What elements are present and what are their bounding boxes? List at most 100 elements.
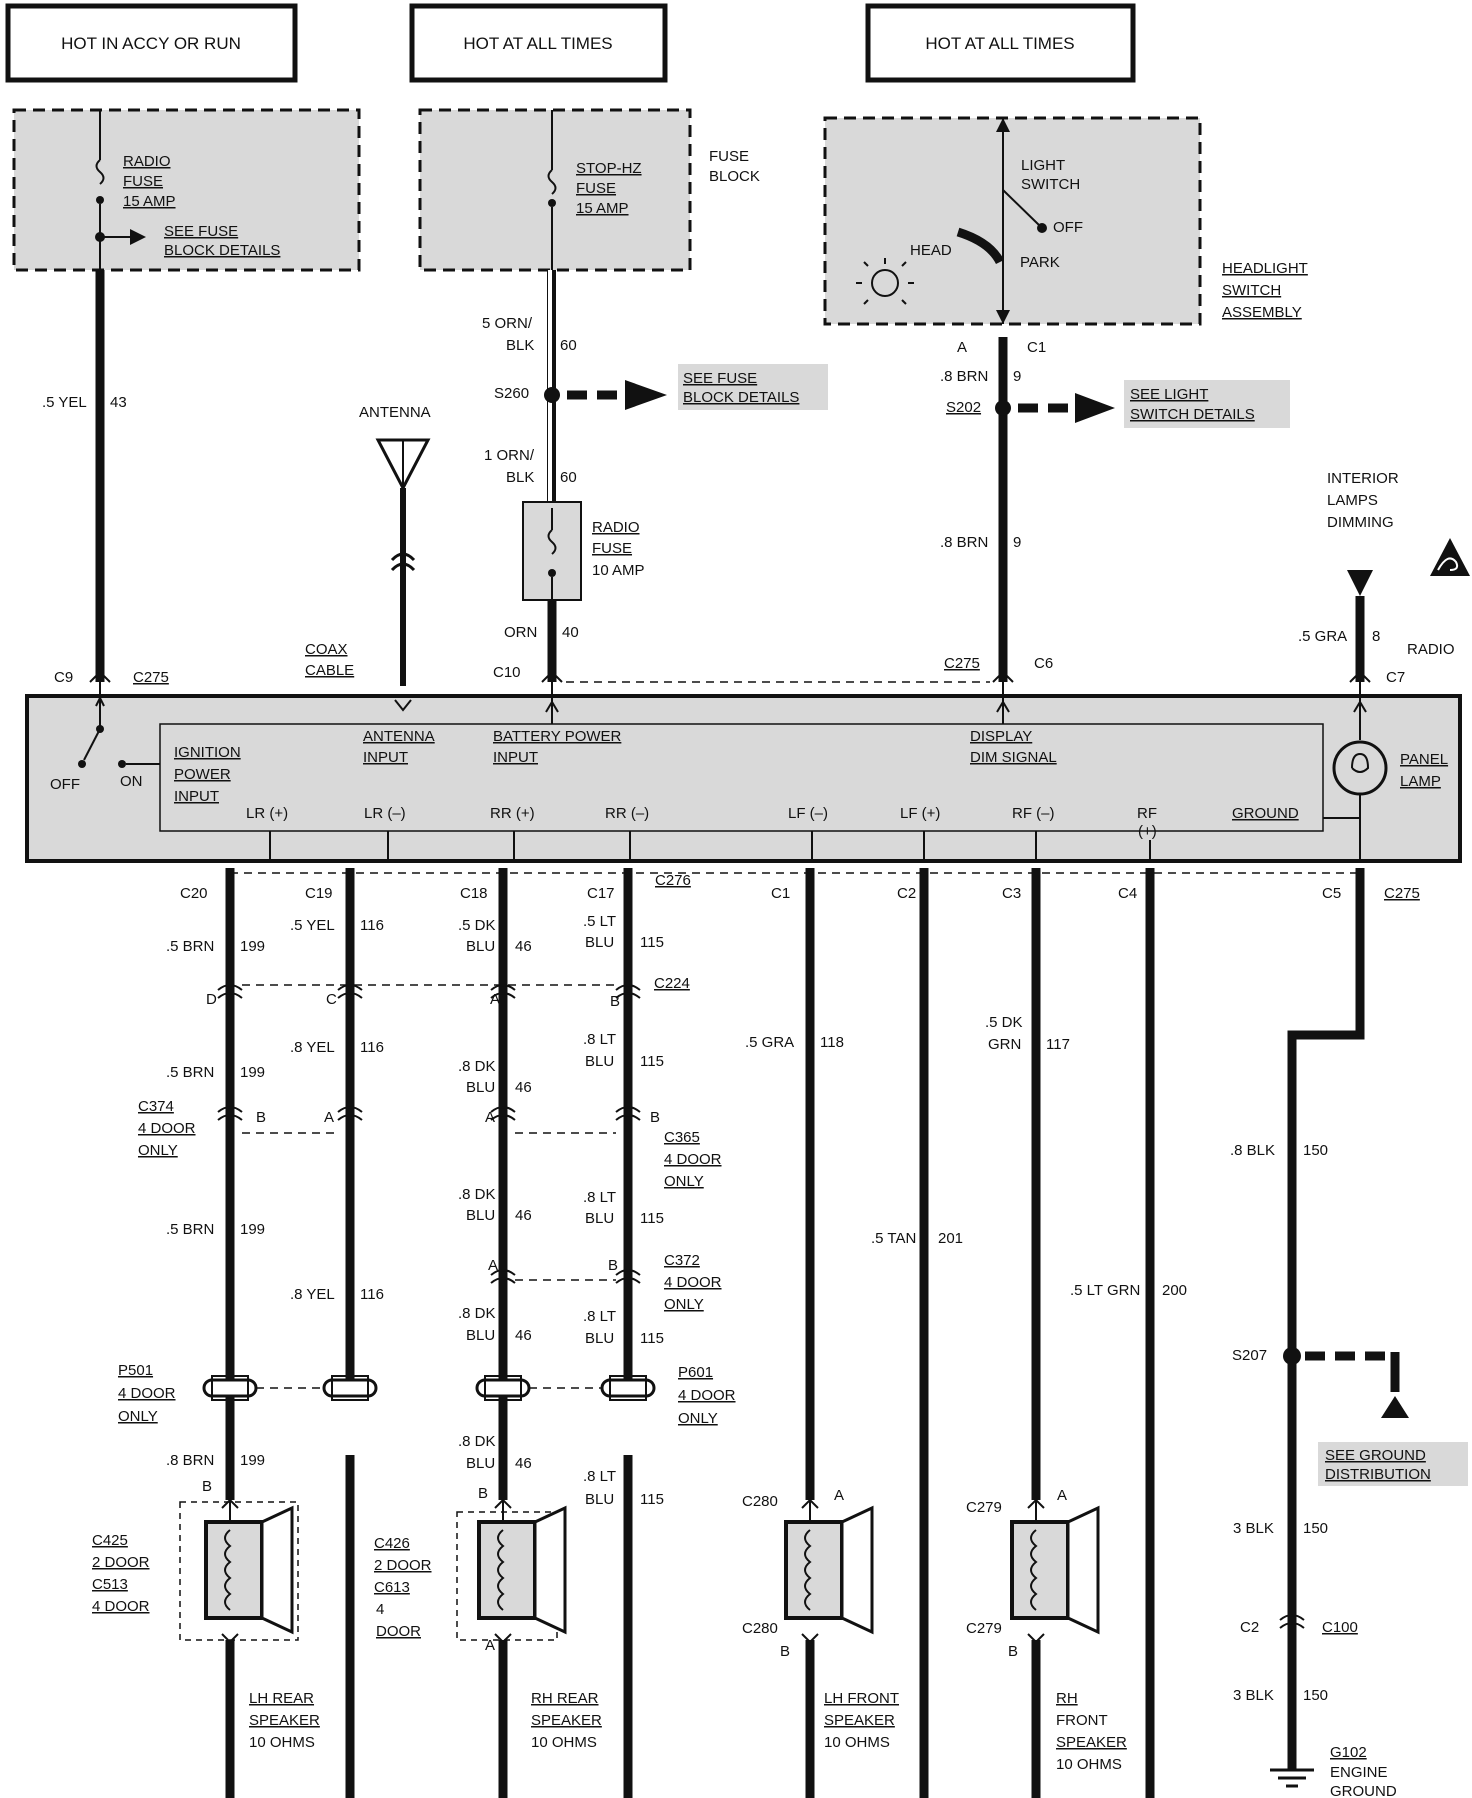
wire-label: BLU — [585, 1330, 614, 1347]
rh-rear-speaker-rating: 10 OHMS — [531, 1734, 597, 1751]
c425-c426-labels: C425 2 DOOR C513 4 DOOR C426 2 DOOR C613… — [92, 1532, 432, 1640]
connector-label: C5 — [1322, 885, 1341, 902]
headlight-switch-assembly: LIGHT SWITCH OFF HEAD PARK HEADLIGHT SWI… — [823, 116, 1308, 326]
wire-circuit-number: 116 — [360, 1286, 384, 1303]
connector-pin: A — [834, 1487, 844, 1504]
connector-label: C2 — [897, 885, 916, 902]
ground-label: G102 — [1330, 1744, 1367, 1761]
wire-circuit-number: 60 — [560, 337, 577, 354]
panel-lamp-label: PANEL — [1400, 751, 1448, 768]
connector-label: 4 DOOR — [138, 1120, 196, 1137]
wire-label: .8 BRN — [940, 534, 988, 551]
light-switch-label: LIGHT — [1021, 157, 1065, 174]
output-lf-minus: LF (–) — [788, 805, 828, 822]
connector-label: 4 DOOR — [664, 1151, 722, 1168]
lh-rear-speaker-rating: 10 OHMS — [249, 1734, 315, 1751]
see-light-switch-details: SEE LIGHT — [1130, 386, 1208, 403]
radio-bottom-connectors: C20 C19 C18 C17 C276 C1 C2 C3 C4 C5 C275 — [180, 872, 1420, 902]
connector-label: C20 — [180, 885, 208, 902]
panel-lamp-icon — [1332, 740, 1388, 796]
connector-label: C3 — [1002, 885, 1021, 902]
connector-pin: B — [478, 1485, 488, 1502]
connector-label: C425 — [92, 1532, 128, 1549]
rh-front-speaker-label: RH — [1056, 1690, 1078, 1707]
ignition-on-label: ON — [120, 773, 143, 790]
speaker-labels: LH REAR SPEAKER 10 OHMS RH REAR SPEAKER … — [249, 1690, 1127, 1773]
grommet-p601 — [475, 1375, 656, 1401]
wire-label: 3 BLK — [1233, 1687, 1274, 1704]
wire-circuit-number: 115 — [640, 934, 664, 951]
wire-label: BLU — [466, 938, 495, 955]
connector-pin: A — [485, 1109, 495, 1126]
radio-fuse-label: FUSE — [123, 173, 163, 190]
wire-label: .8 DK — [458, 1433, 496, 1450]
wire-circuit-number: 115 — [640, 1210, 664, 1227]
lh-front-speaker-label: LH FRONT — [824, 1690, 899, 1707]
connector-pin: B — [1008, 1643, 1018, 1660]
output-lr-plus: LR (+) — [246, 805, 288, 822]
connector-label: 4 DOOR — [92, 1598, 150, 1615]
wire-label: BLU — [585, 934, 614, 951]
wire-label: .8 LT — [583, 1308, 616, 1325]
ignition-power-input-label: INPUT — [174, 788, 219, 805]
wire-label: BLU — [466, 1327, 495, 1344]
coax-cable-label: COAX — [305, 641, 348, 658]
headlight-assembly-label: ASSEMBLY — [1222, 304, 1302, 321]
radio-top-connectors: C9 C275 C10 C275 C6 C7 — [54, 655, 1405, 686]
connector-label: 4 DOOR — [664, 1274, 722, 1291]
wire-label: .8 LT — [583, 1031, 616, 1048]
wire-circuit-number: 115 — [640, 1491, 664, 1508]
connector-label: C426 — [374, 1535, 410, 1552]
rh-front-speaker-rating: 10 OHMS — [1056, 1756, 1122, 1773]
connector-label: C374 — [138, 1098, 174, 1115]
connector-pin: A — [1057, 1487, 1067, 1504]
wire-label: BLK — [506, 469, 534, 486]
stop-hz-fuse-label: FUSE — [576, 180, 616, 197]
header-middle-label: HOT AT ALL TIMES — [463, 34, 612, 53]
see-fuse-block-details: BLOCK DETAILS — [164, 242, 280, 259]
splice-s260 — [544, 387, 560, 403]
wire-circuit-number: 200 — [1162, 1282, 1187, 1299]
connector-label: P601 — [678, 1364, 713, 1381]
connector-label: C17 — [587, 885, 615, 902]
wire-label: .5 BRN — [166, 1221, 214, 1238]
connector-label: C4 — [1118, 885, 1137, 902]
wire-circuit-number: 46 — [515, 1455, 532, 1472]
interior-lamps-dimming-label: LAMPS — [1327, 492, 1378, 509]
connector-label: C280 — [742, 1620, 778, 1637]
bottom-wires — [225, 868, 1365, 1798]
wire-label: ORN — [504, 624, 537, 641]
wire-label: BLU — [585, 1491, 614, 1508]
see-fuse-block-details: SEE FUSE — [683, 370, 757, 387]
connector-pin: A — [488, 1257, 498, 1274]
connector-pin: A — [957, 339, 967, 356]
connector-label: 4 DOOR — [118, 1385, 176, 1402]
wire-circuit-number: 150 — [1303, 1520, 1328, 1537]
connector-label: C275 — [133, 669, 169, 686]
interior-lamps-dimming-label: INTERIOR — [1327, 470, 1399, 487]
radio-unit-box: OFF ON IGNITION POWER INPUT ANTENNA INPU… — [25, 682, 1462, 863]
output-lf-plus: LF (+) — [900, 805, 940, 822]
wire-label: .5 DK — [458, 917, 496, 934]
connector-pin: D — [206, 991, 217, 1008]
stop-hz-fuse-rating: 15 AMP — [576, 200, 629, 217]
esd-warning-icon — [1430, 538, 1470, 576]
wire-label: .5 TAN — [871, 1230, 916, 1247]
wire-yel-43: .5 YEL 43 — [42, 270, 127, 682]
connector-label: C19 — [305, 885, 333, 902]
coax-cable-label: CABLE — [305, 662, 354, 679]
radio-fuse-rating: 10 AMP — [592, 562, 645, 579]
switch-off-label: OFF — [1053, 219, 1083, 236]
speaker-terminal-marks — [221, 1498, 1045, 1644]
splice-label: S260 — [494, 385, 529, 402]
connector-label: C275 — [944, 655, 980, 672]
header-left-label: HOT IN ACCY OR RUN — [61, 34, 241, 53]
wire-label: BLU — [585, 1210, 614, 1227]
connector-label: 4 DOOR — [678, 1387, 736, 1404]
wire-orn-40: ORN 40 — [504, 600, 579, 682]
battery-power-input-label: INPUT — [493, 749, 538, 766]
connector-label: C276 — [655, 872, 691, 889]
connector-label: ONLY — [664, 1173, 704, 1190]
connector-label: C100 — [1322, 1619, 1358, 1636]
